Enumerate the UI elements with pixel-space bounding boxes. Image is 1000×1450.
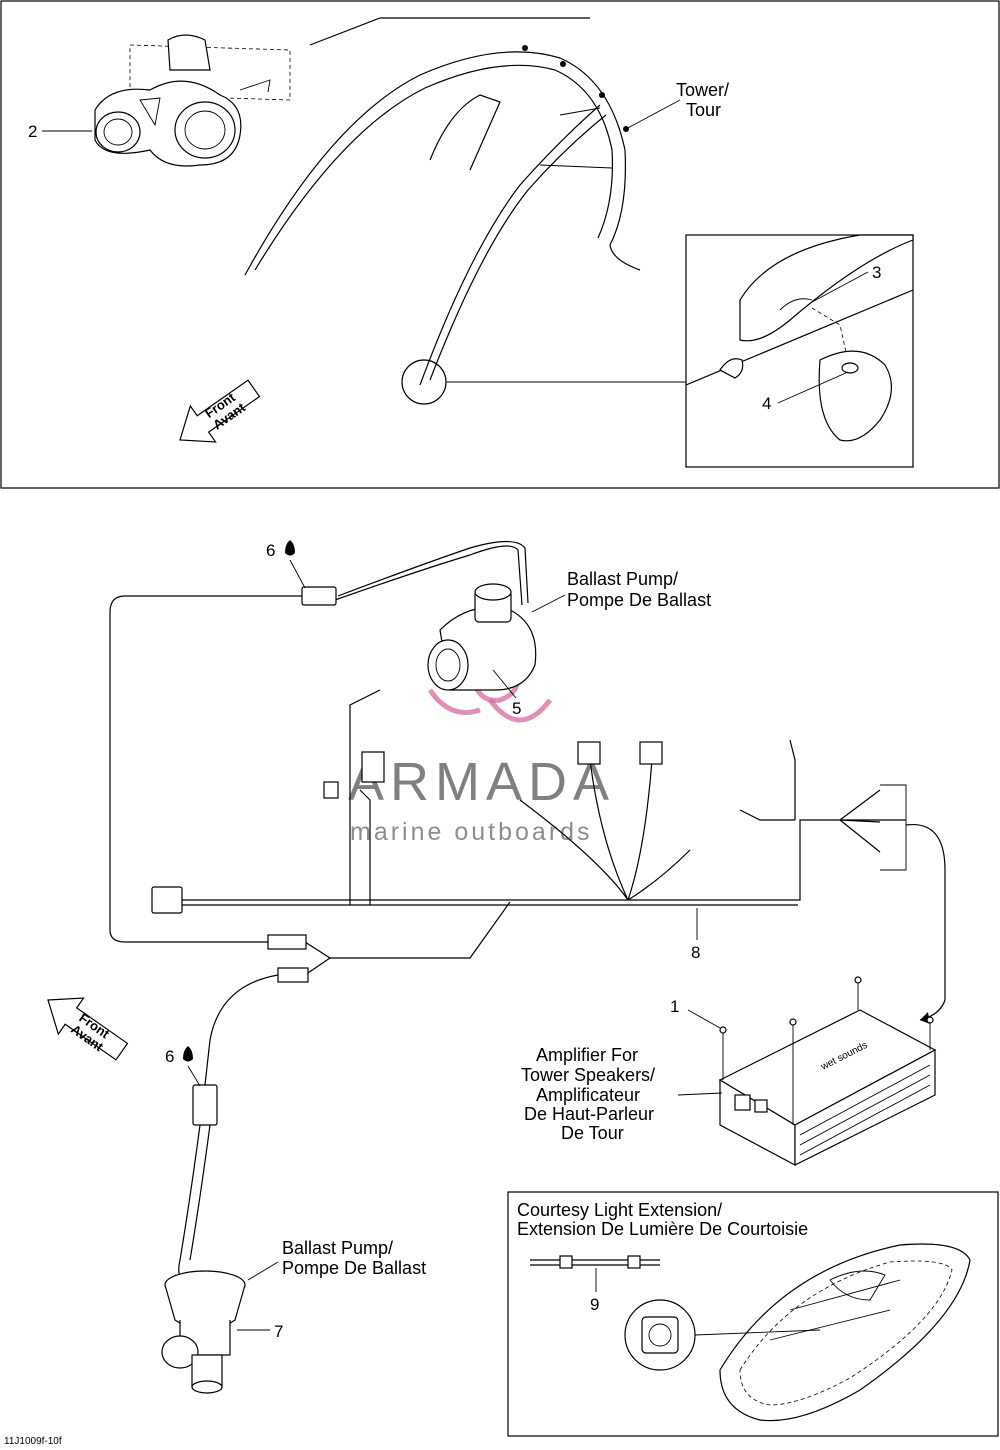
pump-bottom-label-fr: Pompe De Ballast — [282, 1258, 426, 1278]
callout-7: 7 — [274, 1322, 283, 1341]
courtesy-light-extension — [530, 1255, 660, 1269]
callout-4: 4 — [762, 394, 771, 413]
courtesy-title-fr: Extension De Lumière De Courtoisie — [517, 1219, 808, 1239]
pump-top-label-en: Ballast Pump/ — [567, 569, 678, 589]
watermark-tagline: marine outboards — [350, 818, 593, 846]
amp-label-line3: Amplificateur — [536, 1085, 640, 1105]
callout-line-tower — [625, 99, 681, 130]
watermark-brand: ARMADA — [348, 752, 615, 812]
callout-3: 3 — [872, 263, 881, 282]
callout-line-4 — [777, 371, 849, 404]
callout-1: 1 — [670, 997, 679, 1016]
detail-inset-parts — [685, 234, 914, 442]
tower-label-fr: Tour — [686, 100, 721, 120]
callout-8: 8 — [691, 943, 700, 962]
connector-6-top — [301, 586, 337, 606]
sealant-drop-icon — [285, 540, 295, 556]
callout-5: 5 — [512, 699, 521, 718]
ballast-pump-top — [427, 583, 537, 691]
main-wiring-harness — [151, 689, 946, 1024]
courtesy-title-en: Courtesy Light Extension/ — [517, 1200, 722, 1220]
sealant-drop-icon-bottom — [183, 1046, 193, 1062]
connector-6-bottom — [192, 1084, 218, 1126]
ballast-pump-bottom — [161, 1270, 246, 1394]
tower-label-en: Tower/ — [676, 80, 729, 100]
detail-inset — [685, 234, 914, 468]
tower-speaker — [94, 34, 291, 167]
amplifier: wet sounds — [718, 976, 937, 1166]
callout-6-bottom: 6 — [165, 1047, 174, 1066]
callout-2: 2 — [28, 122, 37, 141]
amp-label-line1: Amplifier For — [536, 1045, 638, 1065]
courtesy-panel-frame — [507, 1191, 999, 1437]
front-arrow-top: Front Avant — [179, 379, 261, 443]
callout-6-top: 6 — [266, 541, 275, 560]
detail-circle — [401, 359, 447, 405]
amp-label-line5: De Tour — [561, 1123, 624, 1143]
callout-line-3 — [811, 271, 869, 303]
amp-label-line4: De Haut-Parleur — [524, 1104, 654, 1124]
pump-top-label-fr: Pompe De Ballast — [567, 590, 711, 610]
boat-outline — [719, 1243, 971, 1422]
figure-code: 11J1009f-10f — [4, 1436, 62, 1447]
wakeboard-tower — [244, 17, 641, 386]
callout-9: 9 — [590, 1295, 599, 1314]
pump-bottom-label-en: Ballast Pump/ — [282, 1238, 393, 1258]
amp-label-line2: Tower Speakers/ — [521, 1065, 655, 1085]
tower-panel-frame — [0, 0, 1000, 489]
front-arrow-bottom: Front Avant — [47, 997, 129, 1061]
